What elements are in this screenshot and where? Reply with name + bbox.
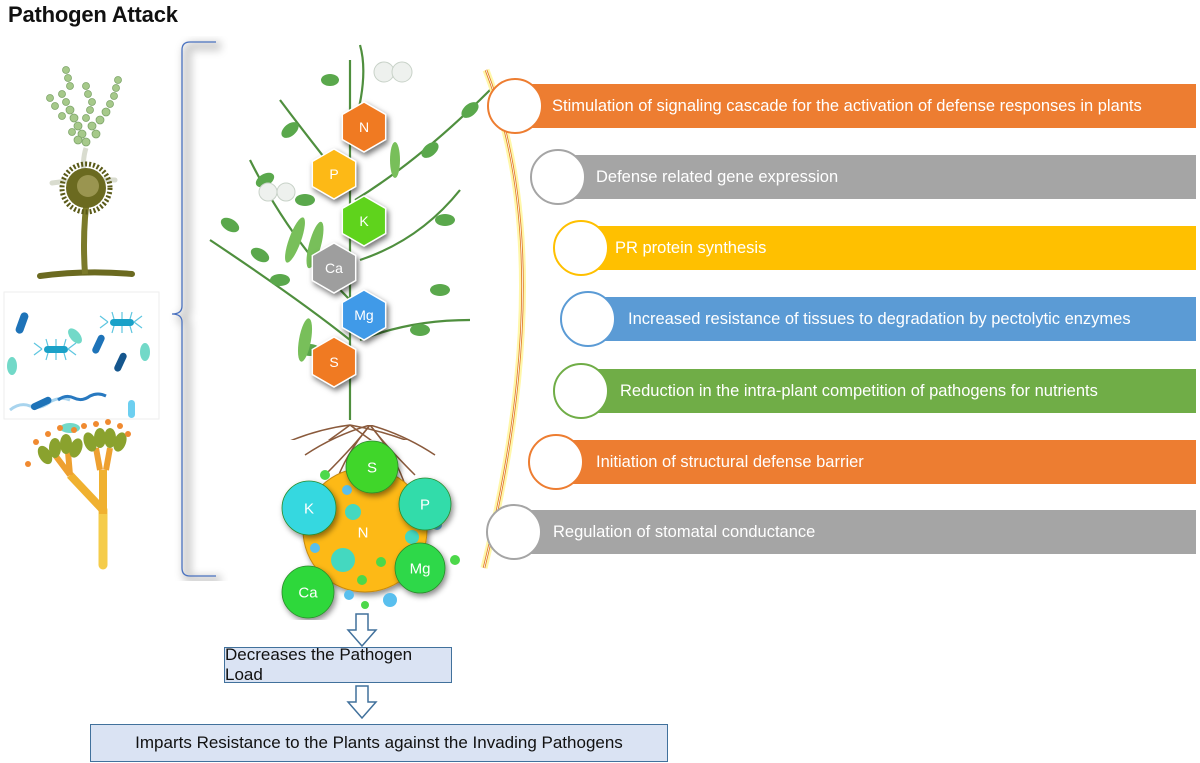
timeline-node-circle bbox=[553, 220, 609, 276]
flow-step-text: Decreases the Pathogen Load bbox=[225, 645, 413, 684]
defense-response-text: Increased resistance of tissues to degra… bbox=[628, 309, 1131, 328]
ball-label: Mg bbox=[410, 561, 431, 578]
soil-nutrient-ball-k: K bbox=[281, 480, 337, 536]
soil-center-label: N bbox=[358, 525, 369, 542]
ball-shape bbox=[281, 565, 335, 619]
timeline-node-circle bbox=[530, 149, 586, 205]
ball-label: Ca bbox=[298, 585, 318, 602]
ball-shape bbox=[345, 440, 399, 494]
timeline-node-circle bbox=[528, 434, 584, 490]
pea-pods-icon bbox=[285, 142, 400, 362]
defense-response-bar: Increased resistance of tissues to degra… bbox=[592, 297, 1196, 341]
ball-shape bbox=[398, 477, 452, 531]
page-title: Pathogen Attack bbox=[8, 2, 178, 27]
hexagon-shape bbox=[341, 101, 387, 153]
flow-step-text: Imparts Resistance to the Plants against… bbox=[135, 733, 623, 752]
soil-nutrient-ball-mg: Mg bbox=[394, 542, 446, 594]
branched-conidiophore-fungus-icon bbox=[46, 66, 122, 186]
defense-response-text: Stimulation of signaling cascade for the… bbox=[552, 96, 1142, 115]
ball-label: K bbox=[304, 501, 314, 518]
pathogen-bracket bbox=[171, 41, 221, 581]
ball-shape bbox=[394, 542, 446, 594]
timeline-node-circle bbox=[553, 363, 609, 419]
defense-response-bar: PR protein synthesis bbox=[585, 226, 1196, 270]
defense-response-text: PR protein synthesis bbox=[615, 238, 767, 257]
defense-response-text: Reduction in the intra-plant competition… bbox=[620, 381, 1098, 400]
defense-response-text: Defense related gene expression bbox=[596, 167, 839, 186]
defense-response-bar: Reduction in the intra-plant competition… bbox=[585, 369, 1196, 413]
soil-nutrient-ball-s: S bbox=[345, 440, 399, 494]
soil-nutrient-ball-p: P bbox=[398, 477, 452, 531]
plant-leaves-icon bbox=[220, 74, 479, 356]
timeline-node-circle bbox=[487, 78, 543, 134]
down-arrow-icon bbox=[346, 685, 378, 720]
ball-shape bbox=[281, 480, 337, 536]
soil-nutrient-ball-ca: Ca bbox=[281, 565, 335, 619]
hexagon-shape bbox=[341, 289, 387, 341]
ball-label: P bbox=[420, 497, 430, 514]
nutrient-hexagon-s: S bbox=[311, 336, 357, 388]
hexagon-label: K bbox=[359, 213, 369, 229]
nutrient-hexagon-k: K bbox=[341, 195, 387, 247]
ball-label: S bbox=[367, 460, 377, 477]
hexagon-label: N bbox=[359, 119, 369, 135]
hexagon-shape bbox=[311, 148, 357, 200]
nutrient-hexagon-mg: Mg bbox=[341, 289, 387, 341]
flow-step-imparts-resistance: Imparts Resistance to the Plants against… bbox=[90, 724, 668, 762]
hexagon-label: Ca bbox=[325, 260, 343, 276]
hexagon-label: Mg bbox=[354, 307, 373, 323]
defense-response-bar: Initiation of structural defense barrier bbox=[560, 440, 1196, 484]
hexagon-label: S bbox=[329, 354, 338, 370]
defense-response-text: Regulation of stomatal conductance bbox=[553, 522, 816, 541]
roots-icon bbox=[290, 424, 408, 440]
timeline-node-circle bbox=[560, 291, 616, 347]
nutrient-hexagon-n: N bbox=[341, 101, 387, 153]
timeline-node-circle bbox=[486, 504, 542, 560]
bacteria-icon bbox=[3, 291, 160, 433]
pea-flowers-icon bbox=[258, 61, 413, 202]
defense-response-bar: Stimulation of signaling cascade for the… bbox=[520, 84, 1196, 128]
nutrient-hexagon-ca: Ca bbox=[311, 242, 357, 294]
defense-response-bar: Defense related gene expression bbox=[563, 155, 1196, 199]
hexagon-shape bbox=[311, 336, 357, 388]
hexagon-shape bbox=[311, 242, 357, 294]
small-nutrient-bubbles bbox=[302, 470, 460, 609]
penicillium-fungus-icon bbox=[25, 419, 131, 570]
down-arrow-icon bbox=[346, 613, 378, 648]
hexagon-shape bbox=[341, 195, 387, 247]
defense-response-bar: Regulation of stomatal conductance bbox=[520, 510, 1196, 554]
pathogen-illustrations bbox=[3, 66, 160, 570]
defense-response-text: Initiation of structural defense barrier bbox=[596, 452, 864, 471]
aspergillus-fungus-icon bbox=[37, 161, 135, 279]
hexagon-label: P bbox=[329, 166, 338, 182]
flow-step-decreases-pathogen-load: Decreases the Pathogen Load bbox=[224, 645, 452, 684]
nutrient-hexagon-p: P bbox=[311, 148, 357, 200]
